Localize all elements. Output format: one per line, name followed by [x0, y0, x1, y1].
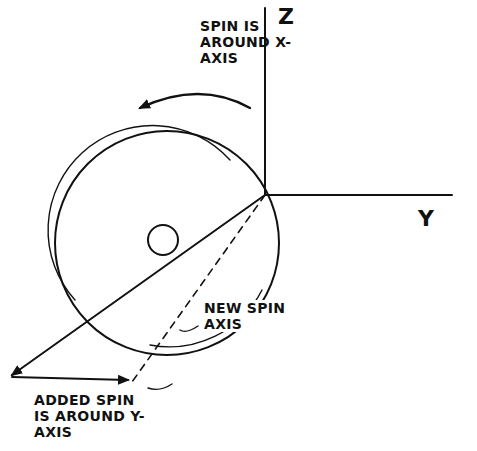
new-axis-note: NEW SPIN AXIS	[202, 300, 292, 332]
axis-label: Z	[278, 4, 318, 29]
wheel-inner-rim	[48, 126, 230, 300]
added-spin-arrow	[12, 377, 128, 380]
leader-line	[180, 326, 198, 331]
spin-note: SPIN IS AROUND X-AXIS	[200, 18, 312, 66]
new-spin-axis	[132, 195, 265, 382]
spin-arrow	[140, 94, 250, 108]
axis-label: Y	[418, 206, 458, 231]
x-axis	[12, 195, 265, 375]
wheel-hub	[148, 225, 178, 255]
y-axis	[265, 194, 452, 196]
rotation-tick	[148, 384, 172, 389]
added-spin-note: ADDED SPIN IS AROUND Y-AXIS	[34, 392, 154, 440]
